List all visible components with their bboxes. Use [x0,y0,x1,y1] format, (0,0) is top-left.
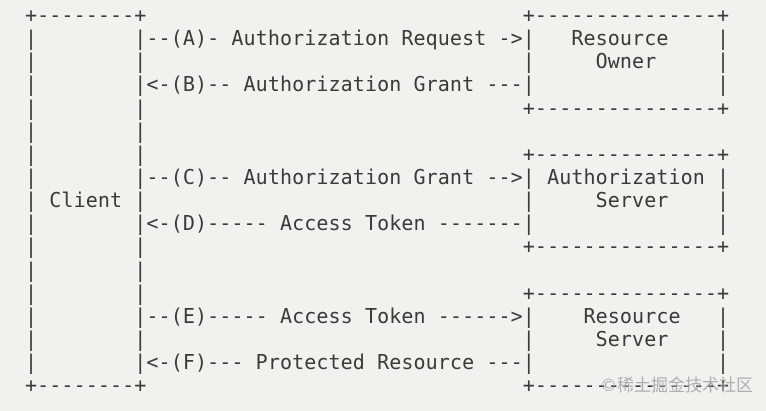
diagram-line: | Client | | Server | [25,188,730,213]
diagram-line: | | +---------------+ [25,280,730,305]
diagram-line: | | +---------------+ [25,95,730,120]
diagram-line: | |--(E)----- Access Token ------>| Reso… [25,303,730,328]
diagram-line: | | +---------------+ [25,141,730,166]
diagram-line: | |<-(F)--- Protected Resource ---| | [25,350,730,375]
diagram-line: +--------+ +---------------+ [25,3,730,27]
diagram-line: | | +---------------+ [25,234,730,259]
diagram-line: | | | Owner | [25,49,730,74]
diagram-line: +--------+ +---------------+ [25,373,730,398]
watermark: ©稀土掘金技术社区 [600,376,753,396]
diagram-line: | |<-(D)----- Access Token -------| | [25,211,730,236]
diagram-line: | |<-(B)-- Authorization Grant ---| | [25,72,730,97]
diagram-line: | |--(C)-- Authorization Grant -->| Auth… [25,164,730,189]
diagram-line: | |--(A)- Authorization Request ->| Reso… [25,26,730,51]
diagram-line: | | | Server | [25,326,730,351]
diagram-line: | | [25,118,147,143]
diagram-line: | | [25,257,147,282]
ascii-diagram: +--------+ +---------------+ | |--(A)- A… [25,3,730,398]
